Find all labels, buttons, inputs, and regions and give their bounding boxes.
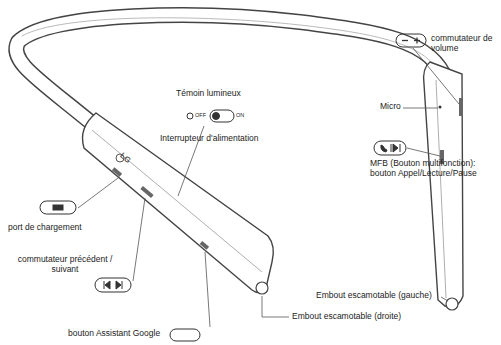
on-label: ON <box>236 112 244 118</box>
google-assistant-label: bouton Assistant Google <box>68 329 160 339</box>
volume-icon <box>396 34 426 47</box>
prev-next-icon <box>95 278 131 292</box>
mfb-label: MFB (Bouton multifonction): bouton Appel… <box>370 159 498 179</box>
mic-label: Micro <box>380 102 401 112</box>
charging-port-label: port de chargement <box>8 223 82 233</box>
volume-label: commutateur de volume <box>431 34 497 54</box>
power-switch-label: Interrupteur d'alimentation <box>160 134 259 144</box>
brand-logo: LG <box>118 151 132 165</box>
power-switch-icon <box>187 110 234 122</box>
right-tip-label: Embout escamotable (droite) <box>292 312 401 322</box>
indicator-label: Témoin lumineux <box>176 89 241 99</box>
mfb-icon <box>374 141 406 155</box>
prev-next-label: commutateur précédent / suivant <box>6 255 124 275</box>
google-assistant-icon <box>170 329 200 341</box>
charging-port-icon <box>40 201 76 214</box>
right-body <box>424 62 463 310</box>
leader-lines <box>78 48 459 327</box>
left-body <box>83 113 274 294</box>
off-label: OFF <box>195 112 206 118</box>
neckband <box>16 15 452 290</box>
left-tip-label: Embout escamotable (gauche) <box>316 291 432 301</box>
